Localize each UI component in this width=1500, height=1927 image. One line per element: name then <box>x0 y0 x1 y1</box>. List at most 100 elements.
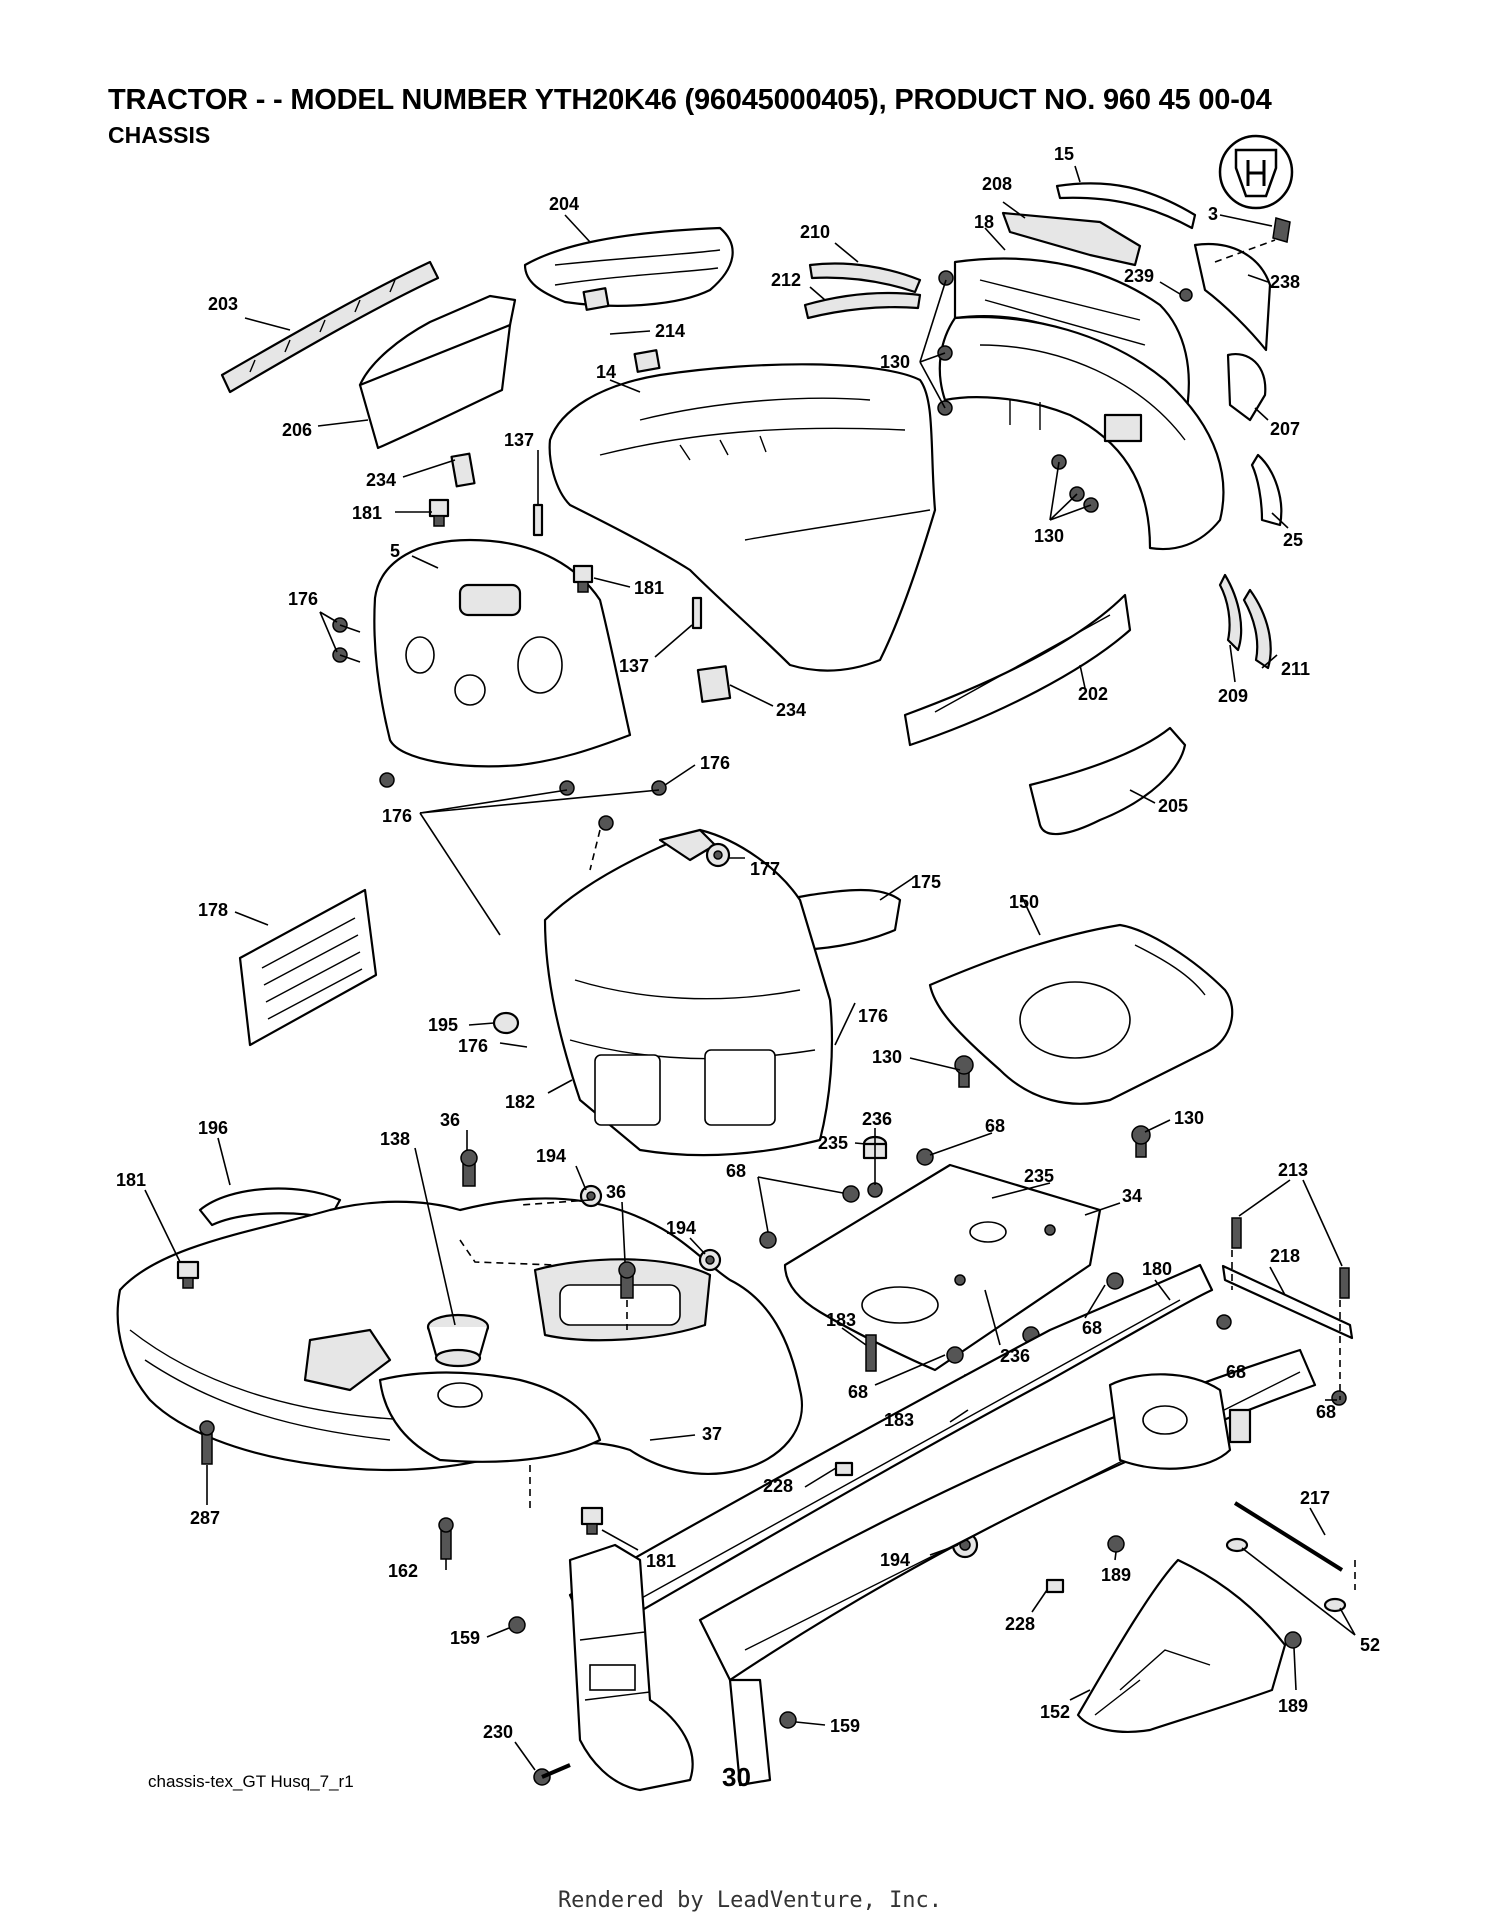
part-214-clip <box>633 349 661 373</box>
callout-209: 209 <box>1218 686 1248 706</box>
part-25-lens <box>1250 453 1283 527</box>
callout-239: 239 <box>1124 266 1154 286</box>
callout-3: 3 <box>1208 204 1218 224</box>
part-34-mounting-plate <box>783 1163 1102 1372</box>
callout-130-upper: 130 <box>880 352 910 372</box>
part-130-screw <box>938 270 954 286</box>
husqvarna-logo-badge <box>1218 134 1294 210</box>
callout-159-right: 159 <box>830 1716 860 1736</box>
callout-235-lower: 235 <box>1024 1166 1054 1186</box>
callout-176-pedestal-left: 176 <box>458 1036 488 1056</box>
part-217-rod <box>1233 1501 1344 1572</box>
part-205-bumper-cover <box>1028 726 1187 836</box>
callout-178: 178 <box>198 900 228 920</box>
part-180-frame <box>568 1263 1214 1642</box>
callout-189-top: 189 <box>1101 1565 1131 1585</box>
part-36-bolt <box>460 1149 478 1187</box>
callout-194-lower: 194 <box>880 1550 910 1570</box>
callout-196: 196 <box>198 1118 228 1138</box>
callout-14: 14 <box>596 362 616 382</box>
part-218-bracket <box>1221 1264 1354 1340</box>
part-213-bolt <box>1231 1217 1242 1249</box>
part-236-washer <box>867 1182 883 1198</box>
callout-203: 203 <box>208 294 238 314</box>
part-234-decal <box>696 665 732 703</box>
page-title: TRACTOR - - MODEL NUMBER YTH20K46 (96045… <box>108 84 1272 116</box>
part-137-pin <box>532 503 544 537</box>
part-287-bolt <box>199 1420 215 1465</box>
part-183-bolt <box>865 1334 877 1372</box>
part-162-bolt <box>438 1517 454 1560</box>
callout-181-dash: 181 <box>634 578 664 598</box>
part-211-side-grille <box>1242 588 1272 670</box>
part-137-pin <box>691 596 703 630</box>
callout-152: 152 <box>1040 1702 1070 1722</box>
callout-137-upper: 137 <box>504 430 534 450</box>
callout-68-top: 68 <box>985 1116 1005 1136</box>
part-3-emblem <box>1272 217 1291 243</box>
callout-205: 205 <box>1158 796 1188 816</box>
callout-137-lower: 137 <box>619 656 649 676</box>
callout-210: 210 <box>800 222 830 242</box>
callout-214: 214 <box>655 321 685 341</box>
part-176-screw <box>559 780 575 796</box>
callout-228-left: 228 <box>763 1476 793 1496</box>
part-177-nut <box>705 842 731 868</box>
callout-230: 230 <box>483 1722 513 1742</box>
callout-207: 207 <box>1270 419 1300 439</box>
part-206-body <box>358 323 512 450</box>
callout-25: 25 <box>1283 530 1303 550</box>
callout-228-right: 228 <box>1005 1614 1035 1634</box>
part-189-bolt <box>1284 1631 1302 1649</box>
part-230-bolt <box>533 1763 571 1786</box>
callout-234-lower: 234 <box>776 700 806 720</box>
callout-150: 150 <box>1009 892 1039 912</box>
part-15-trim-strip <box>1055 182 1197 230</box>
callout-68-right: 68 <box>1082 1318 1102 1338</box>
callout-159-left: 159 <box>450 1628 480 1648</box>
part-239-fastener <box>1179 288 1193 302</box>
callout-37: 37 <box>702 1424 722 1444</box>
part-152-foot-cover <box>1076 1558 1287 1733</box>
part-212-grille-insert <box>803 291 922 320</box>
leader-lines <box>144 165 1356 1771</box>
callout-68-left: 68 <box>726 1161 746 1181</box>
callout-181-fender: 181 <box>116 1170 146 1190</box>
callout-194-right: 194 <box>666 1218 696 1238</box>
callout-183-left: 183 <box>826 1310 856 1330</box>
callout-36-right: 36 <box>606 1182 626 1202</box>
callout-213: 213 <box>1278 1160 1308 1180</box>
part-213-bolt <box>1339 1267 1350 1299</box>
part-68-bolt <box>842 1185 860 1203</box>
callout-52: 52 <box>1360 1635 1380 1655</box>
callout-181-upper: 181 <box>352 503 382 523</box>
part-68-bolt <box>759 1231 777 1249</box>
section-title: CHASSIS <box>108 122 211 148</box>
part-176-screw <box>651 780 667 796</box>
callout-238: 238 <box>1270 272 1300 292</box>
part-181-push-nut <box>580 1506 604 1535</box>
part-208-bracket <box>1001 211 1142 267</box>
part-207-headlight <box>1226 352 1267 422</box>
part-194-nut <box>698 1248 722 1272</box>
callout-5: 5 <box>390 541 400 561</box>
callout-15: 15 <box>1054 144 1074 164</box>
part-181-push-nut <box>176 1260 200 1289</box>
part-130-screw <box>954 1055 974 1088</box>
part-202-grille-bar <box>903 593 1132 747</box>
part-204-hood-top <box>523 226 734 307</box>
callout-34: 34 <box>1122 1186 1142 1206</box>
callout-234-upper: 234 <box>366 470 396 490</box>
callout-176-left: 176 <box>288 589 318 609</box>
part-214-clip <box>582 287 610 311</box>
part-14-hood <box>548 363 937 672</box>
part-228-clip <box>1045 1578 1065 1594</box>
part-195-plug <box>492 1011 520 1035</box>
part-189-bolt <box>1107 1535 1125 1553</box>
callout-130-pan-right: 130 <box>1174 1108 1204 1128</box>
callout-287: 287 <box>190 1508 220 1528</box>
drawing-code: chassis-tex_GT Husq_7_r1 <box>148 1772 354 1791</box>
part-181-push-nut <box>428 498 450 527</box>
part-68-bolt <box>1216 1314 1232 1330</box>
